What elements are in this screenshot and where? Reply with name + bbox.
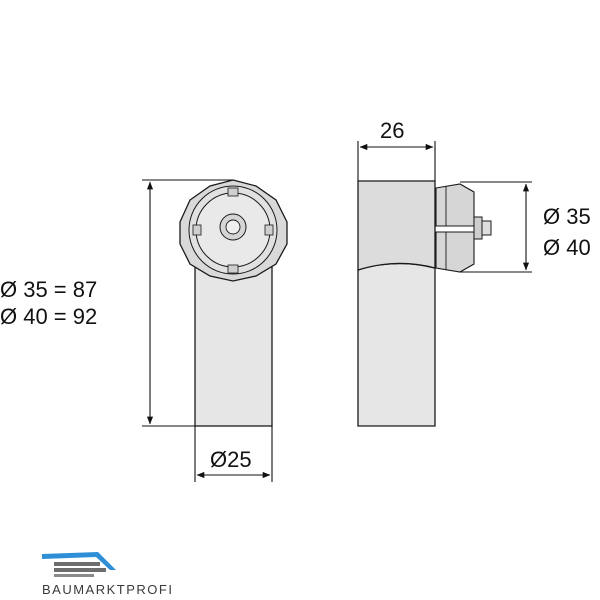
- baumarktprofi-logo: BAUMARKTPROFI: [40, 548, 174, 598]
- side-head: [357, 180, 436, 271]
- height-dimension-label: Ø 35 = 87 Ø 40 = 92: [0, 277, 97, 331]
- logo-text: BAUMARKTPROFI: [42, 582, 174, 597]
- front-bottom-notch: [227, 264, 239, 274]
- logo-roof-icon: [42, 552, 116, 577]
- side-clamp-upper: [435, 183, 475, 227]
- side-tube-body: [357, 262, 436, 427]
- side-screw-shaft: [481, 220, 492, 236]
- side-screw-head: [473, 216, 483, 240]
- diameter-label-line-1: Ø 35: [543, 204, 591, 229]
- dimension-lines: [142, 141, 532, 482]
- front-right-notch: [264, 224, 274, 236]
- front-view: [179, 179, 288, 427]
- front-width-label: Ø25: [210, 447, 252, 472]
- front-top-notch: [227, 187, 239, 197]
- height-label-line-1: Ø 35 = 87: [0, 277, 98, 302]
- side-clamp-lower: [435, 231, 475, 273]
- front-left-notch: [192, 224, 202, 236]
- diameter-dimension-label: Ø 35 Ø 40: [543, 204, 591, 266]
- diameter-label-line-2: Ø 40: [543, 235, 591, 260]
- height-label-line-2: Ø 40 = 92: [0, 304, 98, 329]
- side-view: [357, 180, 492, 427]
- front-screw-inner: [225, 219, 241, 235]
- side-width-label: 26: [380, 118, 405, 143]
